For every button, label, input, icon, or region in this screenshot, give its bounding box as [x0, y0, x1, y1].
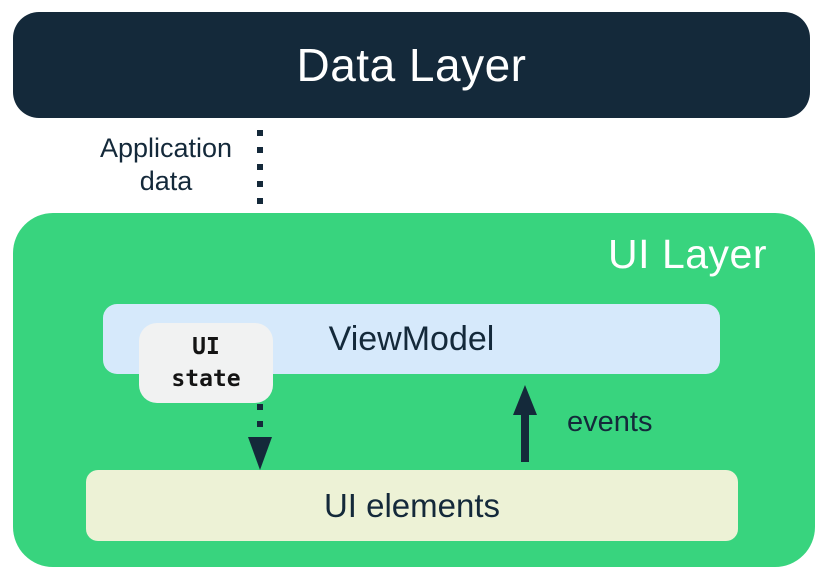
ui-state-dotted-arrow-line [257, 404, 263, 436]
data-layer-box: Data Layer [13, 12, 810, 118]
events-label: events [567, 406, 653, 438]
application-data-dotted-arrow-line [257, 130, 263, 263]
events-arrow-line [521, 406, 529, 462]
ui-elements-box: UI elements [86, 470, 738, 541]
ui-state-chip: UI state [139, 323, 273, 403]
arrow-down-icon [248, 437, 272, 470]
data-layer-title: Data Layer [296, 39, 527, 91]
application-data-label: Application data [99, 133, 233, 196]
ui-state-label: UI state [171, 333, 241, 392]
ui-layer-title: UI Layer [608, 231, 767, 277]
viewmodel-title: ViewModel [328, 319, 495, 358]
ui-elements-title: UI elements [323, 486, 501, 524]
